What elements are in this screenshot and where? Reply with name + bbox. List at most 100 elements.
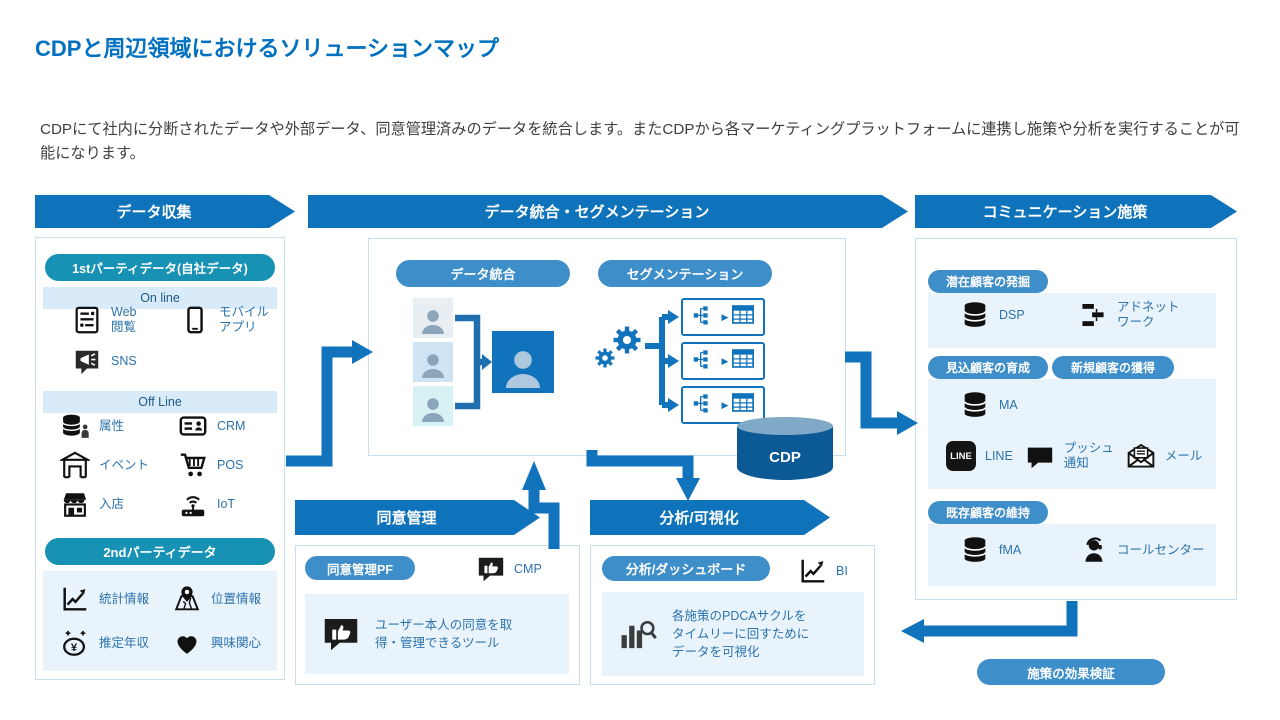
pill-label: 潜在顧客の発掘	[945, 275, 1030, 289]
mail-envelope-icon	[1124, 440, 1158, 472]
user-avatar-icon	[413, 386, 453, 426]
item-label: 入店	[99, 496, 125, 511]
list-item: コールセンター	[1076, 534, 1220, 566]
banner-label: コミュニケーション施策	[982, 204, 1148, 221]
list-item: ¥ 推定年収	[58, 627, 170, 659]
retain-pill: 既存顧客の維持	[928, 501, 1048, 524]
offline-subheader: Off Line	[43, 391, 277, 413]
database-icon	[958, 389, 992, 421]
arrow-right-icon: ▶	[721, 355, 729, 366]
banner-label: データ統合・セグメンテーション	[484, 204, 710, 221]
banner-data-collection: データ収集	[35, 195, 295, 228]
list-item: イベント	[58, 449, 176, 481]
item-label: MA	[999, 397, 1018, 412]
tool-label: BI	[836, 564, 848, 578]
page-title: CDPと周辺領域におけるソリューションマップ	[35, 35, 500, 61]
banner-label: 同意管理	[376, 510, 437, 527]
arrow-right-icon: ▶	[721, 399, 729, 410]
retain-items: fMA コールセンター	[958, 534, 1220, 566]
cmp-bubble-icon	[476, 554, 506, 584]
list-item: CRM	[176, 410, 276, 442]
pill-label: 1stパーティデータ(自社データ)	[72, 262, 248, 276]
item-label: 推定年収	[99, 635, 150, 650]
segmentation-pill: セグメンテーション	[598, 260, 772, 287]
online-items: Web 閲覧 モバイル アプリ SNS	[70, 304, 275, 377]
pill-label: 施策の効果検証	[1027, 666, 1115, 681]
item-label: CRM	[217, 418, 246, 433]
dashboard-search-icon	[618, 614, 658, 654]
interest-heart-icon	[170, 627, 204, 659]
user-avatar-icon	[413, 298, 453, 338]
cdp-cylinder: CDP	[737, 417, 833, 480]
list-item: MA	[958, 389, 1018, 421]
item-label: Web 閲覧	[111, 305, 137, 334]
bi-chart-icon	[798, 556, 828, 586]
cmp-tool: CMP	[476, 554, 542, 584]
online-subheader: On line	[43, 287, 277, 309]
svg-text:¥: ¥	[71, 642, 78, 654]
line-app-icon: LINE	[944, 440, 978, 472]
pill-label: 新規顧客の獲得	[1070, 361, 1155, 375]
item-label: SNS	[111, 353, 137, 368]
table-icon	[732, 349, 755, 373]
first-party-pill: 1stパーティデータ(自社データ)	[45, 254, 275, 281]
nurture-pill: 見込顧客の育成	[928, 356, 1048, 379]
attribute-database-icon	[58, 410, 92, 442]
analysis-dashboard-pill: 分析/ダッシュボード	[602, 556, 770, 581]
cylinder-top	[737, 417, 833, 435]
banner-data-integration: データ統合・セグメンテーション	[308, 195, 908, 228]
sns-icon	[70, 345, 104, 377]
item-label: アドネット ワーク	[1117, 300, 1180, 329]
list-item: 統計情報	[58, 583, 170, 615]
consent-note-panel: ユーザー本人の同意を取 得・管理できるツール	[305, 594, 569, 674]
item-label: メール	[1164, 448, 1203, 463]
subheader-label: On line	[140, 291, 180, 305]
list-item: 興味関心	[170, 627, 272, 659]
unified-profile-icon	[492, 331, 554, 393]
page-description: CDPにて社内に分断されたデータや外部データ、同意管理済みのデータを統合します。…	[40, 121, 1240, 162]
effect-verification-pill: 施策の効果検証	[977, 659, 1165, 685]
bi-tool: BI	[798, 556, 848, 586]
pill-label: 見込顧客の育成	[945, 361, 1030, 375]
flowchart-icon	[692, 392, 718, 419]
pill-label: 同意管理PF	[327, 562, 393, 577]
income-coin-icon: ¥	[58, 627, 92, 659]
segment-box: ▶	[681, 342, 765, 380]
second-party-pill: 2ndパーティデータ	[45, 538, 275, 565]
list-item: 属性	[58, 410, 176, 442]
table-icon	[732, 305, 755, 329]
connector-collection-to-integration	[286, 346, 352, 467]
iot-router-icon	[176, 488, 210, 520]
pill-label: データ統合	[450, 267, 516, 282]
consent-note-text: ユーザー本人の同意を取 得・管理できるツール	[375, 617, 513, 650]
second-party-panel	[43, 571, 277, 671]
segment-box: ▶	[681, 298, 765, 336]
pill-label: 既存顧客の維持	[945, 506, 1030, 520]
crm-card-icon	[176, 410, 210, 442]
banner-communication: コミュニケーション施策	[915, 195, 1237, 228]
list-item: 位置情報	[170, 583, 272, 615]
list-item: モバイル アプリ	[178, 304, 273, 336]
pos-cart-icon	[176, 449, 210, 481]
location-pin-icon	[170, 583, 204, 615]
event-tent-icon	[58, 449, 92, 481]
gears-icon	[594, 322, 646, 375]
item-label: IoT	[217, 496, 236, 511]
data-integration-pill: データ統合	[396, 260, 570, 287]
pill-label: 分析/ダッシュボード	[625, 562, 747, 577]
stats-chart-icon	[58, 583, 92, 615]
ad-network-icon	[1076, 299, 1110, 331]
list-item: fMA	[958, 534, 1076, 566]
banner-label: 分析/可視化	[659, 510, 739, 527]
item-label: コールセンター	[1117, 542, 1205, 557]
push-bubble-icon	[1023, 440, 1057, 472]
web-browse-icon	[70, 304, 104, 336]
list-item: 入店	[58, 488, 176, 520]
consent-pf-pill: 同意管理PF	[305, 556, 415, 580]
list-item: メール	[1124, 440, 1203, 472]
flowchart-icon	[692, 348, 718, 375]
list-item: POS	[176, 449, 276, 481]
item-label: モバイル アプリ	[219, 305, 270, 334]
database-icon	[958, 299, 992, 331]
